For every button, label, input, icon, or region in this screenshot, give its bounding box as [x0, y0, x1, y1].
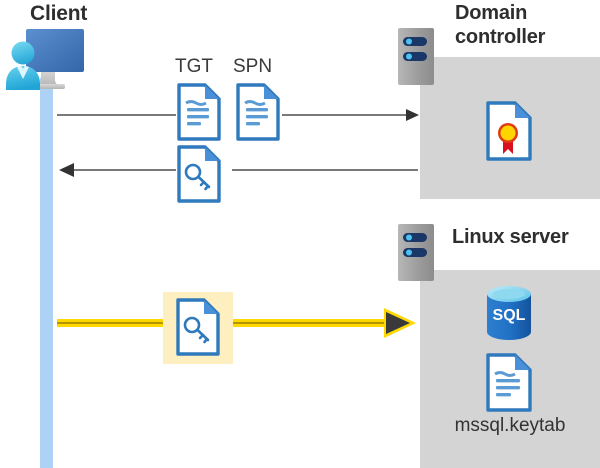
- sql-icon-text: SQL: [493, 307, 526, 324]
- key-document-icon: [175, 298, 221, 356]
- tgt-document-icon: [176, 83, 222, 141]
- certificate-document-icon: [485, 101, 533, 161]
- spn-label: SPN: [233, 56, 273, 77]
- client-workstation-icon: [5, 26, 95, 98]
- server-rack-icon: [398, 224, 434, 281]
- key-document-icon: [176, 145, 222, 203]
- client-lifeline: [40, 78, 53, 468]
- domain-controller-title: Domain controller: [455, 2, 546, 48]
- keytab-document-icon: [485, 353, 533, 412]
- server-rack-icon: [398, 28, 434, 85]
- sql-database-icon: SQL: [482, 284, 536, 342]
- spn-document-icon: [235, 83, 281, 141]
- flow-client-to-linux: [57, 308, 416, 338]
- flow-dc-to-client: [59, 163, 418, 177]
- linux-server-title: Linux server: [452, 226, 569, 248]
- keytab-file-label: mssql.keytab: [454, 415, 566, 436]
- client-title: Client: [30, 2, 88, 25]
- tgt-label: TGT: [175, 56, 213, 77]
